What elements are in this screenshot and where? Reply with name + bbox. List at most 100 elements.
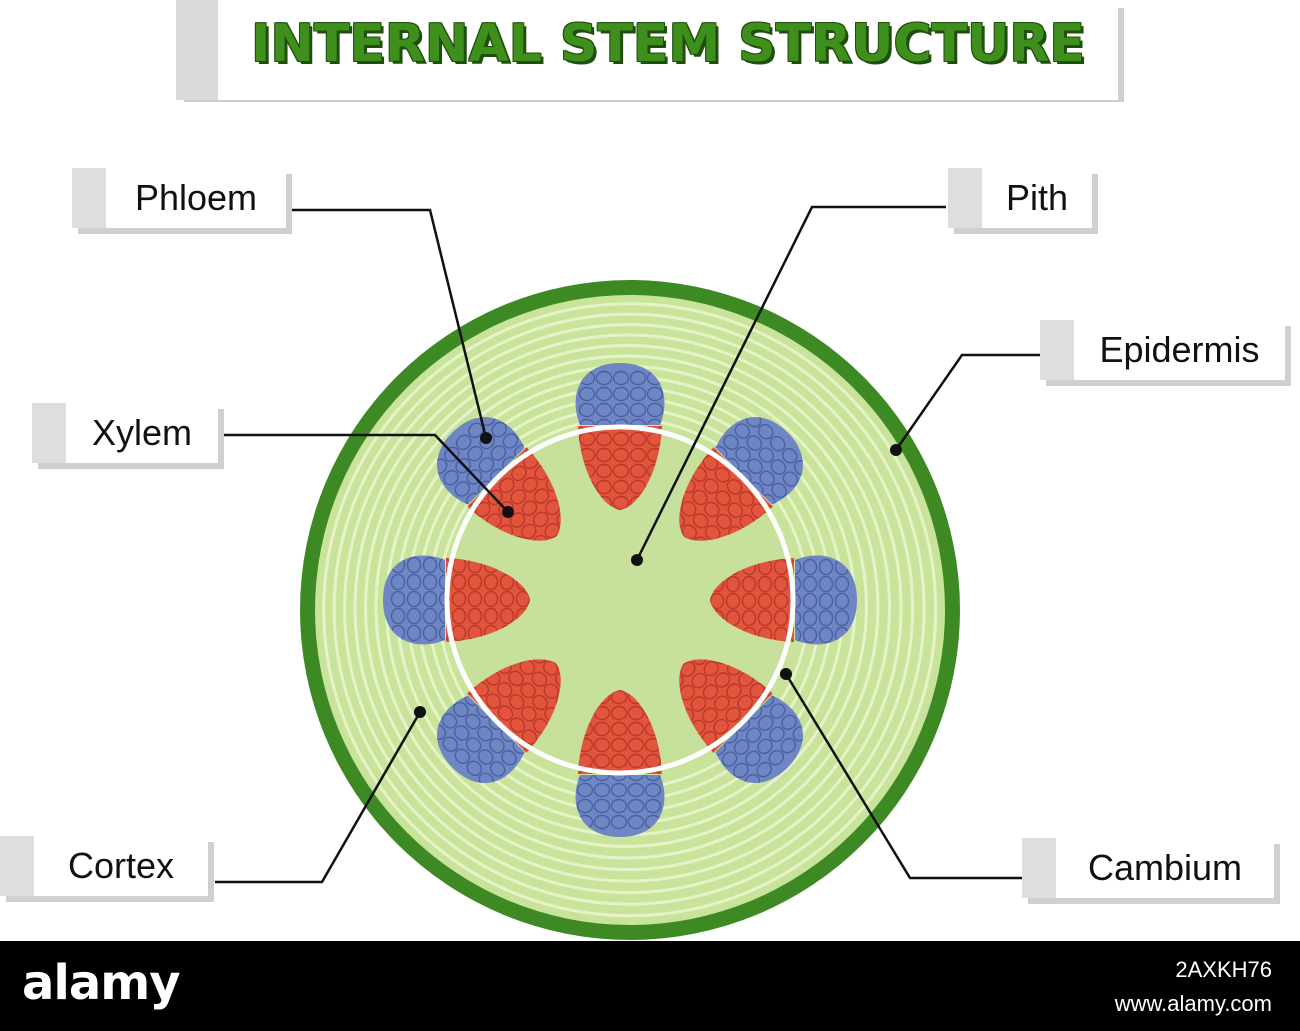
cell <box>771 482 787 499</box>
cell <box>491 421 507 438</box>
cell <box>627 798 645 814</box>
cell <box>715 490 731 506</box>
cell <box>646 402 664 418</box>
cell <box>612 418 630 425</box>
cell <box>477 725 493 742</box>
cell <box>593 775 611 782</box>
cell <box>629 479 647 495</box>
cell <box>545 499 561 516</box>
cell <box>818 558 834 576</box>
cell <box>802 626 818 644</box>
cell <box>745 750 761 767</box>
cell <box>627 775 645 782</box>
cell <box>465 737 482 753</box>
cell <box>453 725 470 741</box>
label-tab <box>32 403 66 463</box>
stem-cross-section <box>215 205 1040 940</box>
cell <box>406 624 422 642</box>
cell <box>485 693 502 709</box>
xylem-dot <box>502 506 514 518</box>
cell <box>612 463 630 479</box>
cell <box>713 718 729 735</box>
cell <box>627 737 645 753</box>
cell <box>522 477 538 493</box>
cell <box>741 592 757 610</box>
cell <box>578 402 596 418</box>
cell <box>610 705 628 721</box>
cell <box>509 512 526 528</box>
label-panel <box>106 168 286 228</box>
cell <box>646 418 664 425</box>
cell <box>467 573 483 591</box>
cell <box>795 558 802 576</box>
cell <box>818 626 834 644</box>
cell <box>468 422 484 439</box>
cell <box>612 431 630 447</box>
cell <box>533 511 549 528</box>
cell <box>834 575 850 593</box>
cell <box>390 590 406 608</box>
label-cambium: Cambium <box>1022 838 1280 904</box>
label-panel <box>66 403 218 463</box>
cell <box>593 814 611 830</box>
label-xylem-text: Xylem <box>91 412 193 453</box>
cell <box>834 592 850 610</box>
cell <box>612 402 630 418</box>
cell <box>769 436 786 452</box>
cell <box>595 402 613 418</box>
cell <box>593 705 611 721</box>
cell <box>795 575 802 593</box>
cell <box>390 607 406 625</box>
label-epidermis: Epidermis <box>1040 320 1291 386</box>
cell <box>802 558 818 576</box>
cell <box>725 706 741 723</box>
cell <box>610 690 628 705</box>
cell <box>532 694 548 711</box>
label-tab <box>72 168 106 228</box>
cell <box>795 592 802 610</box>
cell <box>515 590 530 608</box>
cell <box>703 478 719 494</box>
phloem-cells <box>578 370 664 425</box>
phloem-bundle <box>575 363 665 425</box>
label-phloem-text: Phloem <box>134 177 258 218</box>
cell <box>467 607 483 625</box>
phloem-dot <box>480 432 492 444</box>
cell <box>509 694 525 710</box>
cell <box>627 753 645 769</box>
cell <box>612 370 630 386</box>
cortex-dot <box>414 706 426 718</box>
label-phloem: Phloem <box>72 168 292 234</box>
cell <box>680 661 696 678</box>
cell <box>454 481 471 497</box>
label-panel <box>1074 320 1285 380</box>
cell <box>757 575 773 593</box>
cell <box>593 737 611 753</box>
cell <box>735 446 751 463</box>
cell <box>741 575 757 593</box>
cell <box>438 590 445 608</box>
cell <box>691 672 707 689</box>
cell <box>521 523 537 540</box>
title-panel <box>218 0 1118 100</box>
cell <box>612 386 630 402</box>
phloem-cells <box>576 775 662 830</box>
cell <box>714 672 731 688</box>
cell <box>627 782 645 798</box>
alamy-logo: alamy <box>22 955 181 1011</box>
cell <box>595 463 613 479</box>
cell <box>465 713 481 730</box>
cell <box>578 386 596 402</box>
epidermis-leader <box>894 353 1040 451</box>
cell <box>757 609 773 627</box>
cell <box>542 660 559 676</box>
cell <box>519 659 536 675</box>
cell <box>406 607 422 625</box>
cell <box>741 609 757 627</box>
phloem-bundle <box>795 555 857 645</box>
cell <box>453 701 469 718</box>
cell <box>489 737 505 754</box>
cell <box>629 431 647 447</box>
cell <box>520 682 536 699</box>
cell <box>733 762 749 779</box>
